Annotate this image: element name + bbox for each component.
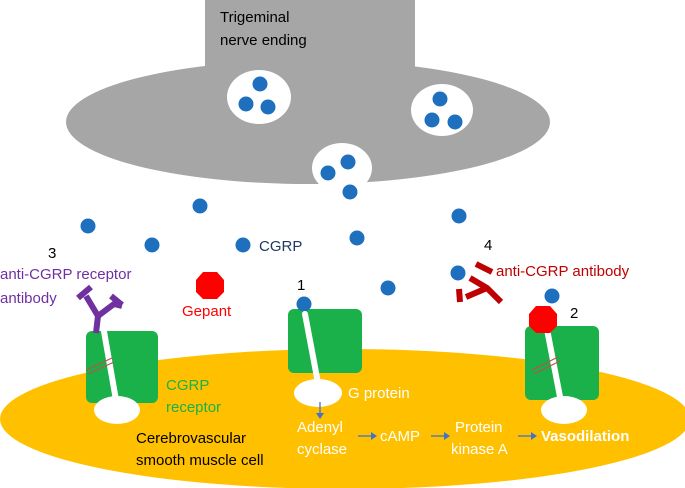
camp-label: cAMP	[380, 428, 420, 445]
receptor-label-line2: receptor	[166, 399, 221, 416]
number-1: 1	[297, 277, 305, 294]
cgrp-molecule	[235, 237, 251, 253]
cgrp-receptor-left	[85, 317, 158, 424]
adenyl-label-line1: Adenyl	[297, 419, 343, 436]
signal-arrows	[316, 402, 537, 440]
protein-kinase-a-label: Protein kinase A	[451, 419, 508, 458]
vesicle-left	[227, 70, 291, 124]
anti-receptor-antibody-label: 3 anti-CGRP receptor antibody	[0, 245, 131, 307]
nerve-label-line2: nerve ending	[220, 32, 307, 49]
cgrp-receptor-center	[288, 296, 362, 407]
vesicle-releasing	[312, 143, 372, 200]
g-protein-label: G protein	[348, 385, 410, 402]
anti-receptor-label-line1: anti-CGRP receptor	[0, 266, 131, 283]
receptor-label-line1: CGRP	[166, 377, 209, 394]
gepant-icon	[196, 272, 224, 299]
cgrp-molecule	[544, 288, 560, 304]
gepant-bound-icon	[529, 306, 557, 333]
vesicle-right	[411, 84, 473, 136]
vasodilation-label: Vasodilation	[541, 428, 629, 445]
nerve-label: Trigeminal nerve ending	[220, 9, 307, 49]
pka-label-line2: kinase A	[451, 441, 508, 458]
number-4: 4	[484, 237, 492, 254]
cgrp-molecule	[144, 237, 160, 253]
cell-label-line2: smooth muscle cell	[136, 452, 264, 469]
number-3: 3	[48, 245, 56, 262]
adenyl-label-line2: cyclase	[297, 441, 347, 458]
anti-receptor-label-line2: antibody	[0, 290, 57, 307]
cgrp-legend-label: CGRP	[259, 238, 302, 255]
cell-label-line1: Cerebrovascular	[136, 430, 246, 447]
cgrp-molecules	[80, 198, 560, 304]
smooth-muscle-cell	[0, 349, 685, 488]
cgrp-molecule	[80, 218, 96, 234]
cgrp-molecule	[450, 265, 466, 281]
number-2: 2	[570, 305, 578, 322]
pka-label-line1: Protein	[455, 419, 503, 436]
trigeminal-nerve-ending	[66, 0, 550, 184]
anti-cgrp-label: anti-CGRP antibody	[496, 263, 630, 280]
adenyl-cyclase-label: Adenyl cyclase	[297, 419, 347, 458]
anti-cgrp-antibody-icon	[456, 261, 504, 305]
cgrp-receptor-right	[525, 306, 599, 424]
cgrp-molecule	[451, 208, 467, 224]
g-protein	[294, 379, 342, 407]
cgrp-molecule	[349, 230, 365, 246]
nerve-label-line1: Trigeminal	[220, 9, 289, 26]
anti-cgrp-receptor-antibody-icon	[76, 284, 124, 334]
anti-cgrp-antibody-label: 4 anti-CGRP antibody	[484, 237, 630, 280]
cell-label: Cerebrovascular smooth muscle cell	[136, 430, 264, 469]
cgrp-molecule	[192, 198, 208, 214]
gepant-label: Gepant	[182, 303, 232, 320]
cgrp-molecule	[380, 280, 396, 296]
receptor-label: CGRP receptor	[166, 377, 221, 416]
